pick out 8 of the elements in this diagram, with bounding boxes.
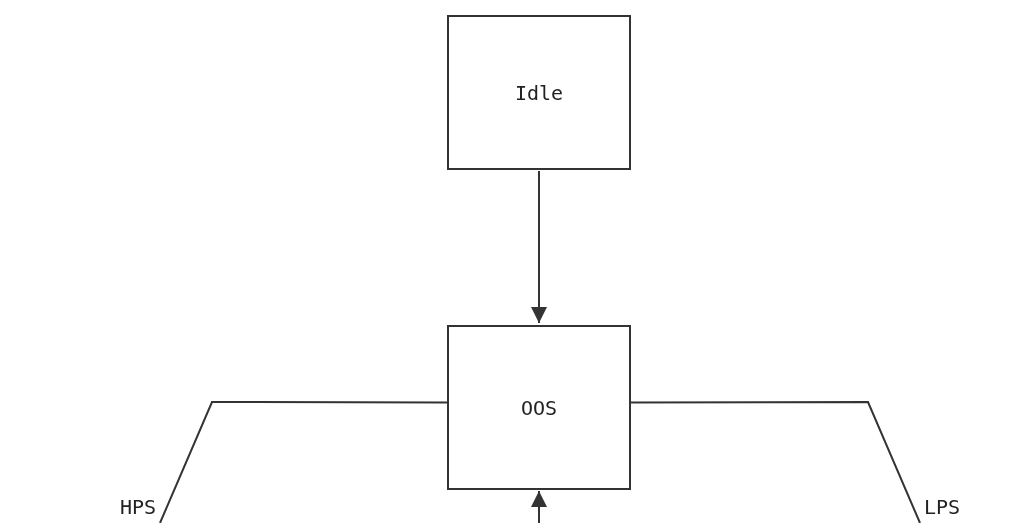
state-name: OOS [520,395,558,420]
connector-line [159,401,448,523]
state-box [447,15,631,170]
arrow [531,170,547,324]
connector-line [630,401,921,523]
state-name: Idle [514,80,564,105]
arrow [531,490,547,523]
state-box [447,325,631,490]
